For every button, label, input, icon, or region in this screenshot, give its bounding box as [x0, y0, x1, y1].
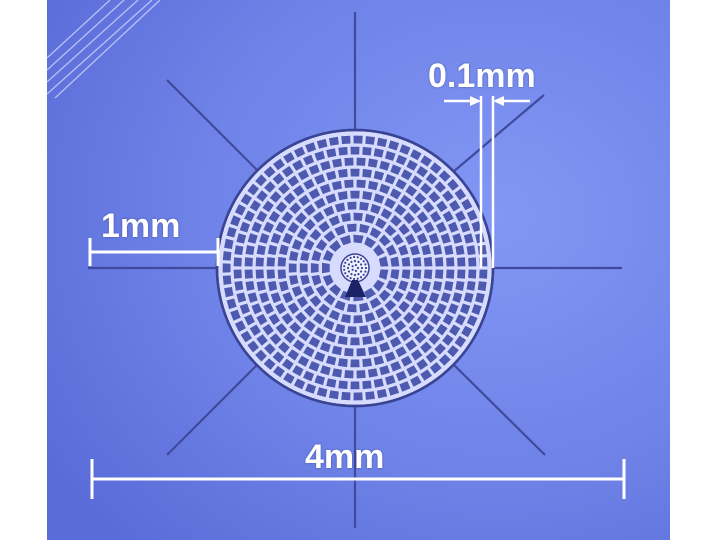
central-hub [340, 253, 370, 297]
scale-bar-1mm [88, 238, 220, 266]
radial-arms [88, 12, 622, 528]
scale-bar-4mm [90, 459, 626, 499]
scale-label-4mm: 4mm [305, 438, 385, 476]
scratch-lines [47, 0, 161, 99]
scale-label-1mm: 1mm [101, 207, 181, 245]
microscope-image [47, 0, 670, 540]
scale-label-0.1mm: 0.1mm [428, 57, 536, 95]
scale-bar-0.1mm [444, 96, 530, 268]
